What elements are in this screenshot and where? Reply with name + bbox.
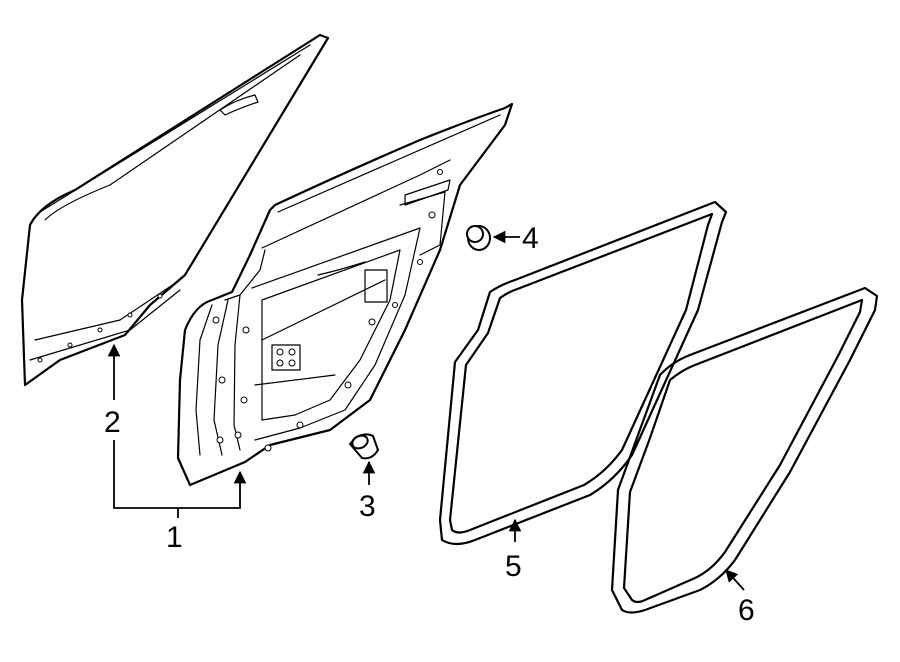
callout-4: 4: [522, 222, 539, 255]
callout-2: 2: [104, 406, 121, 439]
callout-1: 1: [166, 521, 183, 554]
door-weatherstrip: [610, 286, 879, 614]
door-shell: [176, 102, 514, 487]
door-bumper: [349, 433, 379, 460]
callout-leaders: [107, 230, 745, 591]
body-weatherstrip: [438, 200, 728, 546]
callout-5: 5: [505, 550, 522, 583]
callout-6: 6: [738, 594, 755, 627]
outer-door-panel: [20, 33, 330, 387]
door-plug-grommet: [466, 225, 491, 251]
callout-3: 3: [359, 490, 376, 523]
